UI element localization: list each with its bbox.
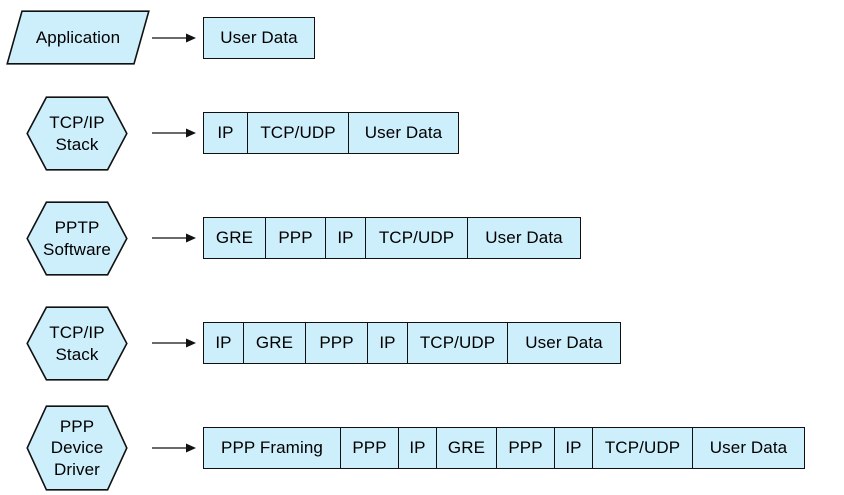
packet-segment: TCP/UDP [248,113,349,153]
stage-pptp-software: PPTP Software [26,201,128,276]
packet-segment: IP [204,113,248,153]
hexagon-shape [26,201,128,276]
arrow-right-icon [152,338,196,348]
packet-segment: IP [204,323,244,363]
packet-segment: IP [399,428,437,468]
arrow-right-icon [152,33,196,43]
stage-application: Application [6,10,150,65]
packet-segment: PPP Framing [204,428,341,468]
packet-segment: User Data [349,113,458,153]
stage-label-pptp-software: PPTP Software [43,218,111,259]
packet-bar-application: User Data [203,17,315,59]
packet-segment: GRE [437,428,497,468]
packet-segment: TCP/UDP [408,323,508,363]
packet-segment: IP [555,428,593,468]
packet-segment: User Data [204,18,314,58]
stage-label-ppp-device-driver: PPP Device Driver [50,417,104,479]
packet-segment: TCP/UDP [366,218,468,258]
packet-segment: TCP/UDP [593,428,693,468]
packet-segment: PPP [266,218,326,258]
stage-label-tcp-ip-stack-tunnel: TCP/IP Stack [49,323,105,364]
packet-segment: IP [326,218,366,258]
arrow-right-icon [152,233,196,243]
packet-segment: GRE [244,323,306,363]
packet-segment: GRE [204,218,266,258]
stage-label-application: Application [35,27,121,47]
hexagon-shape [26,96,128,171]
hexagon-shape [26,405,128,491]
stage-tcp-ip-stack-outbound: TCP/IP Stack [26,96,128,171]
arrow-right-icon [152,443,196,453]
parallelogram-shape [6,10,150,65]
packet-segment: User Data [508,323,620,363]
packet-segment: PPP [497,428,555,468]
stage-ppp-device-driver: PPP Device Driver [26,405,128,491]
stage-tcp-ip-stack-tunnel: TCP/IP Stack [26,306,128,381]
packet-segment: PPP [341,428,399,468]
stage-label-tcp-ip-stack-outbound: TCP/IP Stack [49,113,105,154]
packet-segment: User Data [693,428,804,468]
packet-segment: PPP [306,323,368,363]
hexagon-shape [26,306,128,381]
arrow-right-icon [152,128,196,138]
packet-segment: User Data [468,218,580,258]
packet-segment: IP [368,323,408,363]
